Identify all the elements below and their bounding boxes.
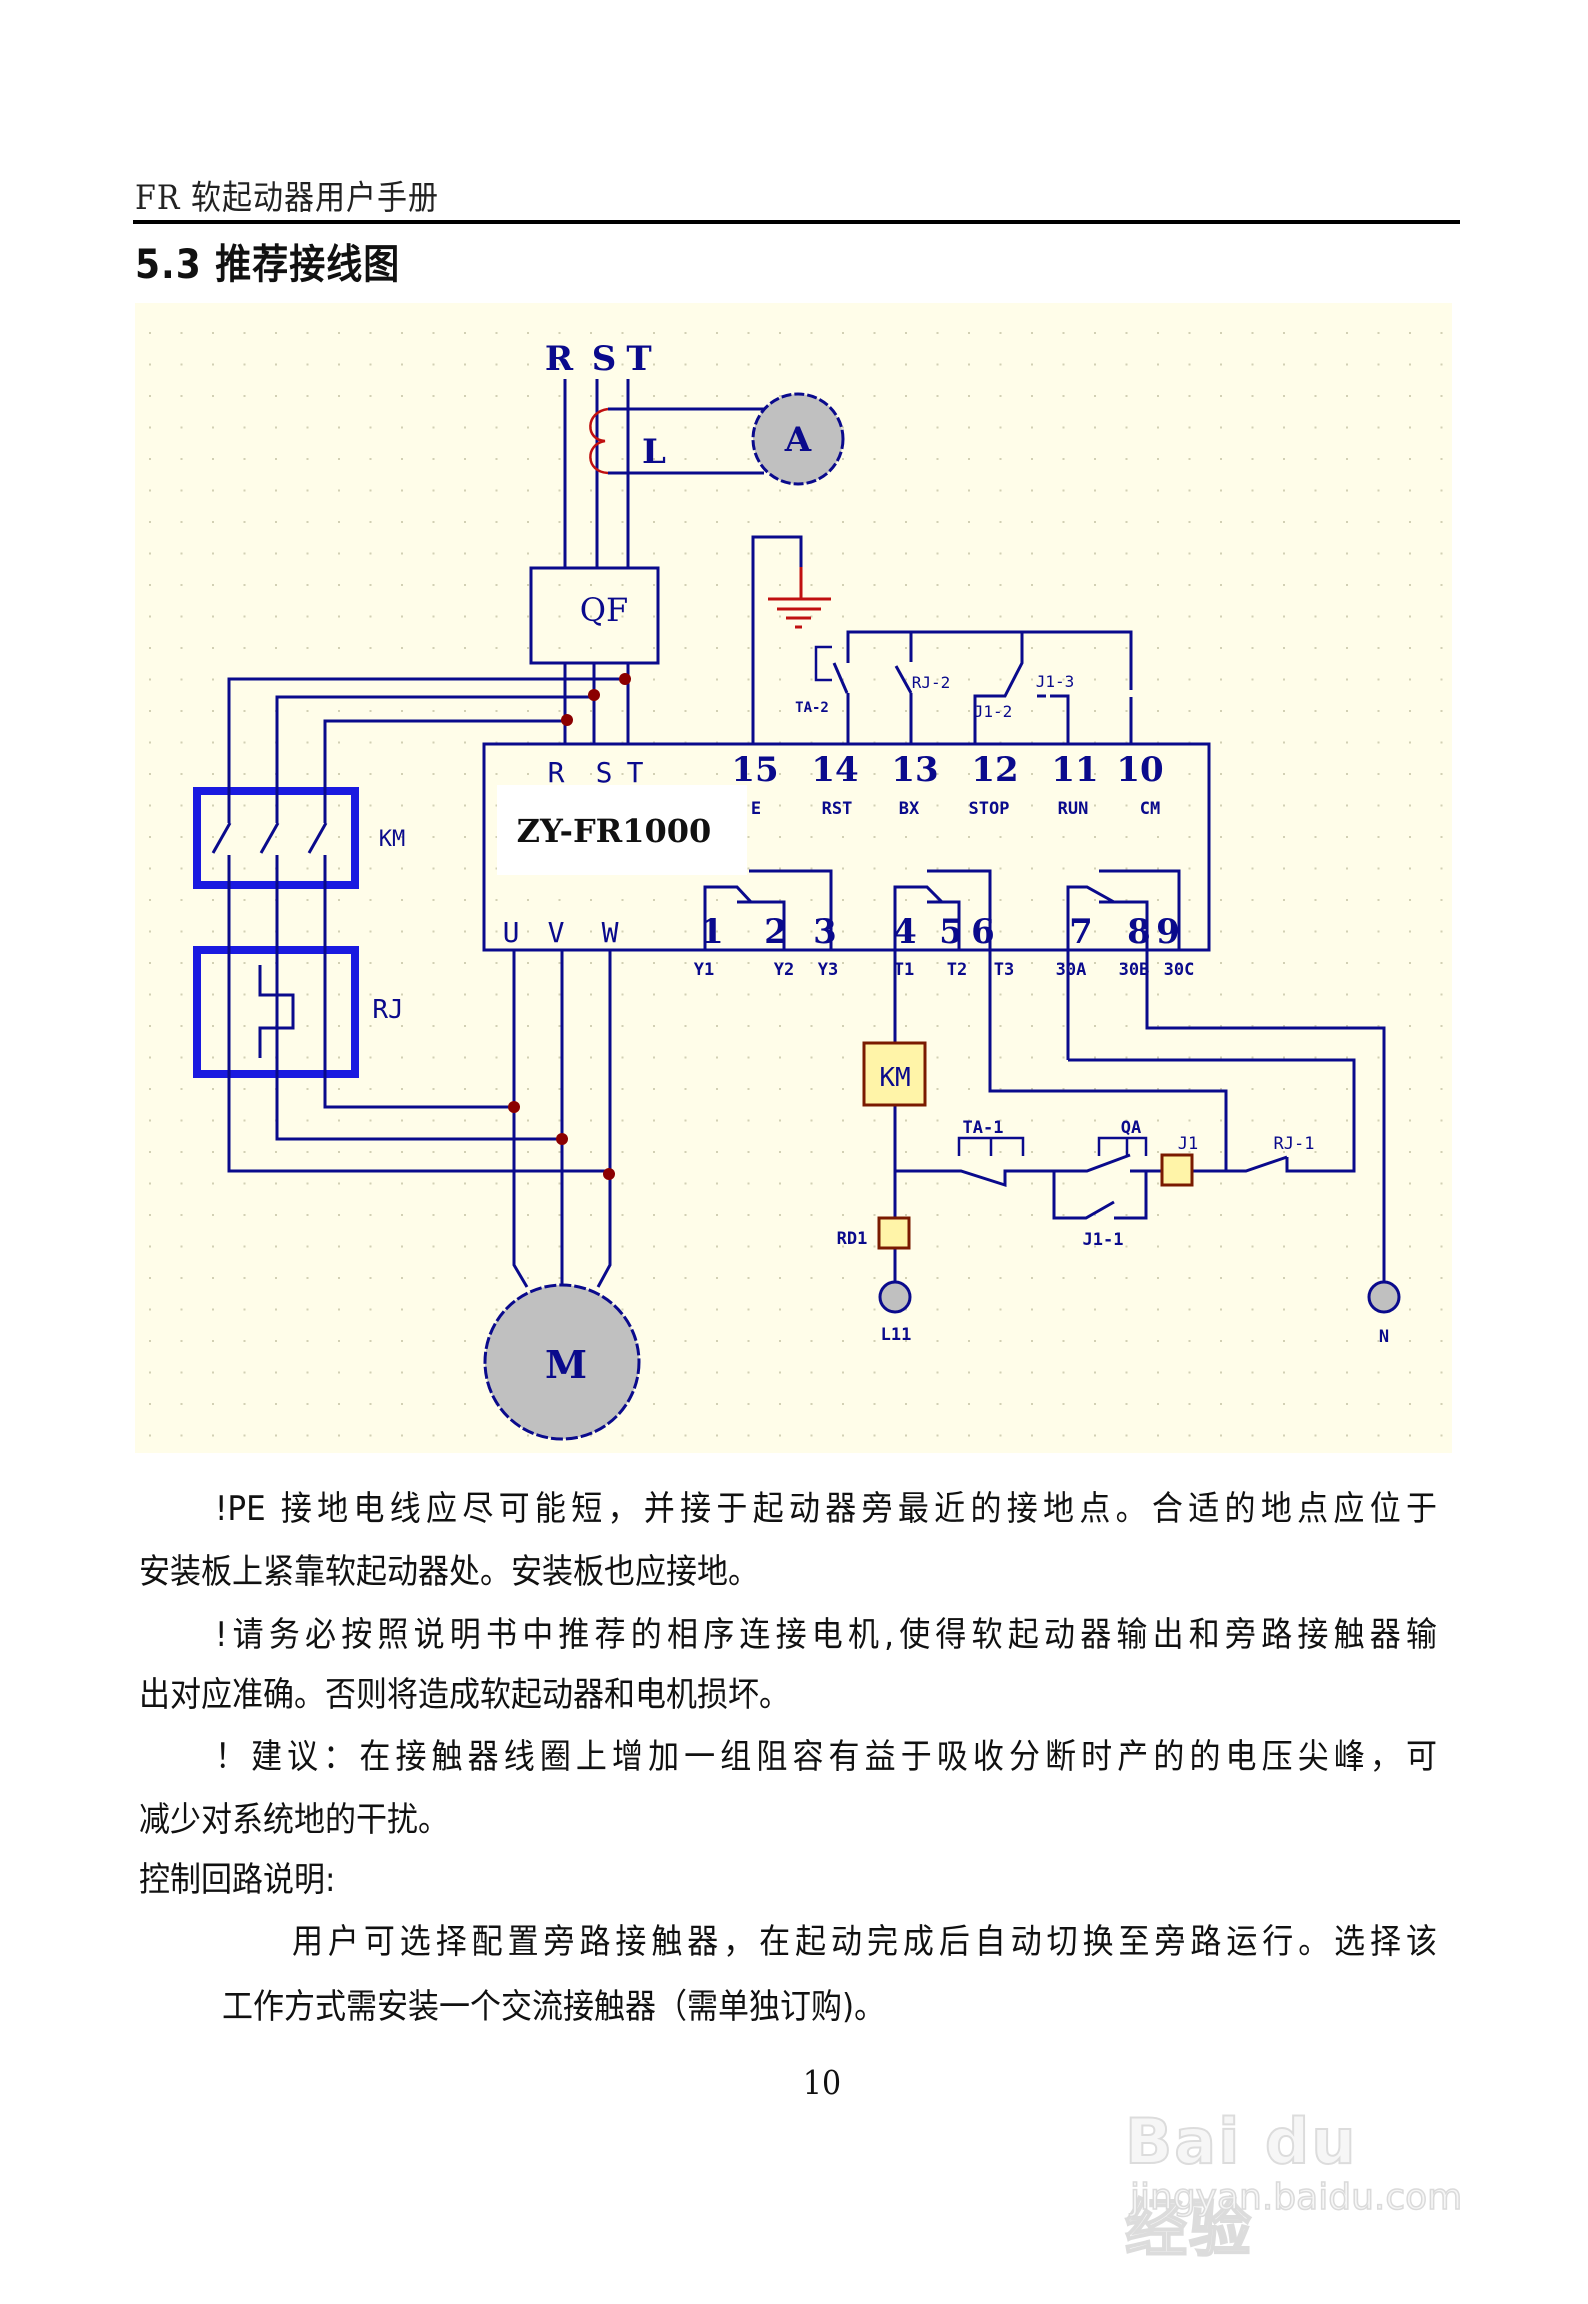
ground-icon xyxy=(768,567,831,629)
terminal-name-30b: 30B xyxy=(1119,960,1150,980)
coil-label-j1: J1 xyxy=(1178,1134,1198,1154)
terminal-7: 7 xyxy=(1069,912,1093,952)
terminal-label-n: N xyxy=(1379,1327,1389,1347)
km-coil xyxy=(862,1041,927,1107)
model-label-area xyxy=(497,785,747,875)
terminal-3: 3 xyxy=(813,912,837,952)
paragraph-line-1: !PE 接地电线应尽可能短，并接于起动器旁最近的接地点。合适的地点应位于 xyxy=(215,1489,1437,1529)
motor-label: M xyxy=(545,1342,587,1387)
contact-label-ta1: TA-1 xyxy=(963,1118,1004,1138)
terminal-label-l11: L11 xyxy=(881,1325,912,1345)
starter-output-v: V xyxy=(548,916,565,949)
ammeter xyxy=(751,392,845,486)
starter-output-w: W xyxy=(602,916,619,949)
supply-label-r: R xyxy=(545,339,574,379)
terminal-l11 xyxy=(878,1280,912,1314)
terminal-name-e: E xyxy=(751,799,761,819)
starter-output-u: U xyxy=(503,916,520,949)
junction-dots xyxy=(508,673,631,1180)
km-label: KM xyxy=(379,827,406,852)
control-circuit-heading: 控制回路说明: xyxy=(139,1860,336,1900)
header-divider xyxy=(133,220,1460,224)
terminal-2: 2 xyxy=(764,912,788,952)
current-transformer-coil xyxy=(589,407,609,475)
supply-label-s: S xyxy=(592,339,617,379)
circuit-breaker-qf xyxy=(529,566,660,665)
terminal-name-30c: 30C xyxy=(1164,960,1195,980)
paragraph-line-2: 安装板上紧靠软起动器处。安装板也应接地。 xyxy=(139,1552,759,1592)
paragraph-line-9: 工作方式需安装一个交流接触器（需单独订购)。 xyxy=(222,1987,886,2027)
paragraph-line-5: ！建议：在接触器线圈上增加一组阻容有益于吸收分断时产的的电压尖峰，可 xyxy=(215,1737,1437,1777)
contact-label-rj2: RJ-2 xyxy=(912,673,951,692)
terminal-1: 1 xyxy=(700,912,724,952)
terminal-name-y3: Y3 xyxy=(818,960,838,980)
terminal-name-bx: BX xyxy=(899,799,920,819)
motor xyxy=(483,1283,641,1441)
terminal-name-stop: STOP xyxy=(969,799,1010,819)
terminal-12: 12 xyxy=(971,750,1018,790)
contact-label-rj1: RJ-1 xyxy=(1274,1134,1315,1154)
contact-label-ta2: TA-2 xyxy=(795,700,829,716)
terminal-5: 5 xyxy=(939,912,963,952)
terminal-10: 10 xyxy=(1116,750,1163,790)
terminal-15: 15 xyxy=(731,750,778,790)
terminal-14: 14 xyxy=(811,750,858,790)
paragraph-line-8: 用户可选择配置旁路接触器，在起动完成后自动切换至旁路运行。选择该 xyxy=(292,1922,1437,1962)
starter-input-r: R xyxy=(548,756,565,789)
terminal-name-run: RUN xyxy=(1058,799,1089,819)
terminal-name-30a: 30A xyxy=(1056,960,1087,980)
contact-label-j12: J1-2 xyxy=(974,702,1013,721)
fuse-rd1 xyxy=(877,1216,911,1250)
section-title: 5.3 推荐接线图 xyxy=(135,242,401,288)
rj-label: RJ xyxy=(372,995,403,1025)
paragraph-line-6: 减少对系统地的干扰。 xyxy=(139,1800,449,1840)
breaker-label: QF xyxy=(580,591,628,629)
terminal-n xyxy=(1367,1280,1401,1314)
page-number: 10 xyxy=(802,2064,842,2103)
soft-starter-box xyxy=(482,742,1211,952)
rj-thermal-element xyxy=(227,946,327,1078)
terminal-name-rst: RST xyxy=(822,799,853,819)
relay-coil-j1 xyxy=(1160,1153,1194,1187)
terminal-name-t3: T3 xyxy=(994,960,1014,980)
starter-model: ZY-FR1000 xyxy=(517,812,712,850)
terminal-6: 6 xyxy=(971,912,995,952)
ammeter-label: A xyxy=(784,420,812,460)
terminal-13: 13 xyxy=(891,750,938,790)
terminal-name-cm: CM xyxy=(1140,799,1160,819)
watermark-url: jingyan.baidu.com xyxy=(1129,2176,1463,2219)
baidu-watermark: Bai du 经验 jingyan.baidu.com xyxy=(1124,2065,1463,2266)
fuse-label: RD1 xyxy=(837,1229,868,1249)
terminal-4: 4 xyxy=(893,912,917,952)
terminal-name-t1: T1 xyxy=(894,960,914,980)
contact-label-qa: QA xyxy=(1121,1118,1141,1138)
paragraph-line-4: 出对应准确。否则将造成软起动器和电机损坏。 xyxy=(139,1675,790,1715)
terminal-11: 11 xyxy=(1051,750,1098,790)
terminal-name-y1: Y1 xyxy=(694,960,714,980)
terminal-name-t2: T2 xyxy=(947,960,967,980)
running-header: FR 软起动器用户手册 xyxy=(135,178,439,219)
watermark-logo: Bai du 经验 xyxy=(1124,2104,1358,2266)
terminal-8: 8 xyxy=(1127,912,1151,952)
starter-input-t: T xyxy=(627,756,644,789)
terminal-name-y2: Y2 xyxy=(774,960,794,980)
paragraph-line-3: !请务必按照说明书中推荐的相序连接电机,使得软起动器输出和旁路接触器输 xyxy=(215,1615,1437,1655)
starter-input-s: S xyxy=(596,756,613,789)
reactor-label: L xyxy=(642,432,666,472)
km-coil-label: KM xyxy=(879,1063,910,1093)
contact-label-j13: J1-3 xyxy=(1036,672,1075,691)
wires xyxy=(227,379,1386,1288)
supply-label-t: T xyxy=(626,339,651,379)
terminal-9: 9 xyxy=(1156,912,1180,952)
km-contacts xyxy=(211,787,328,889)
contact-label-j11: J1-1 xyxy=(1083,1230,1124,1250)
